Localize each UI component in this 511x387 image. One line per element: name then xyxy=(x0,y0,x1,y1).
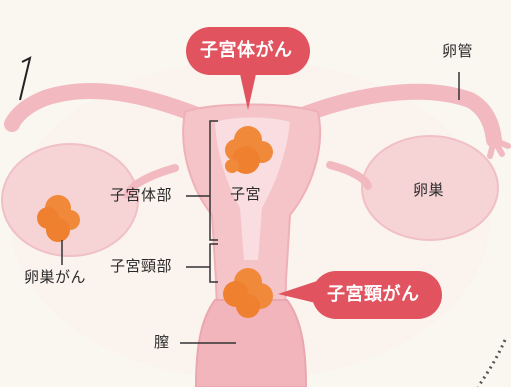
bracket-uterine-body xyxy=(209,120,218,241)
tumor-uterine-body xyxy=(225,126,273,174)
callout-text-cervical-cancer: 子宮頸がん xyxy=(327,284,420,305)
label-ovarian-cancer: 卵巣がん xyxy=(24,268,87,286)
label-uterus: 子宮 xyxy=(230,185,262,203)
label-fallopian-tube: 卵管 xyxy=(442,42,474,60)
callout-uterine-body-cancer xyxy=(186,27,310,110)
label-ovary: 卵巣 xyxy=(413,181,445,199)
ovary-left xyxy=(1,143,139,257)
vagina xyxy=(194,299,308,387)
tumor-ovary xyxy=(37,195,80,242)
callout-text-body-cancer: 子宮体がん xyxy=(200,40,293,61)
ovary-right xyxy=(361,135,499,241)
label-vagina: 膣 xyxy=(154,333,170,351)
fallopian-tube-left xyxy=(4,82,218,132)
bracket-uterine-cervix xyxy=(209,243,218,283)
tumor-cervix xyxy=(223,268,273,318)
label-uterine-cervix: 子宮頸部 xyxy=(110,257,173,275)
label-uterine-body: 子宮体部 xyxy=(110,186,173,204)
pen-mark xyxy=(19,56,32,101)
callout-cervical-cancer xyxy=(278,271,442,319)
fallopian-tube-right xyxy=(287,83,502,148)
